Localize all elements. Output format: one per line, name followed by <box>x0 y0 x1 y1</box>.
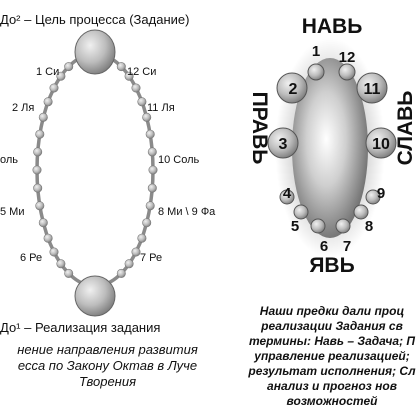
left-caption-line-2: есса по Закону Октав в Луче <box>17 358 198 373</box>
right-number-labels: 1 12 2 11 3 10 4 9 5 8 6 7 <box>279 43 390 255</box>
ring-bead <box>131 83 141 93</box>
ring-bead <box>131 247 141 257</box>
left-caption-line-3: Творения <box>78 374 137 389</box>
ring-bead <box>124 259 134 269</box>
left-caption: нение направления развития есса по Закон… <box>0 342 215 390</box>
ring-bead <box>142 218 152 228</box>
ring-bead <box>32 165 42 175</box>
ring-bead <box>49 247 59 257</box>
ring-bead <box>43 233 53 243</box>
title-nav: НАВЬ <box>302 15 363 38</box>
ring-bead <box>137 233 147 243</box>
left-labels: 1 Си 12 Си 2 Ля 11 Ля оль 10 Соль 5 Ми 8… <box>0 66 216 264</box>
num-4: 4 <box>283 185 292 202</box>
left-beads <box>32 62 158 278</box>
right-beads <box>267 63 397 234</box>
ring-bead <box>137 97 147 107</box>
node-label-6-re: 6 Ре <box>20 252 42 264</box>
left-caption-line-1: нение направления развития <box>17 342 198 357</box>
top-do-bead <box>74 29 116 75</box>
num-10: 10 <box>372 136 390 153</box>
central-oval <box>292 58 368 238</box>
num-8: 8 <box>365 218 373 235</box>
num-2: 2 <box>289 81 298 98</box>
ring-bead <box>49 83 59 93</box>
left-top-label: До² – Цель процесса (Задание) <box>0 12 190 27</box>
node-label-12-si: 12 Си <box>127 66 156 78</box>
ring-bead <box>145 129 155 139</box>
right-caption-line-6: анализ и прогноз нов <box>267 379 397 393</box>
num-7: 7 <box>343 238 351 255</box>
ring-bead <box>56 71 66 81</box>
ring-bead <box>64 62 74 72</box>
right-octave-figure <box>267 38 397 258</box>
right-caption: Наши предки дали проц реализации Задания… <box>244 304 420 409</box>
right-caption-line-4: управление реализацией; <box>254 349 410 363</box>
ring-bead <box>35 129 45 139</box>
ring-bead <box>64 268 74 278</box>
sphere-bead <box>365 127 397 159</box>
ring-bead <box>147 183 157 193</box>
num-11: 11 <box>364 81 381 98</box>
title-prav: ПРАВЬ <box>248 92 271 165</box>
bottom-do-bead <box>74 275 116 317</box>
left-octave-ring <box>32 29 158 317</box>
node-label-10-sol: 10 Соль <box>158 154 200 166</box>
sphere-bead <box>307 63 325 81</box>
num-6: 6 <box>320 238 328 255</box>
ring-bead <box>142 112 152 122</box>
ring-bead <box>116 62 126 72</box>
sphere-bead <box>353 204 369 220</box>
ring-bead <box>124 71 134 81</box>
right-caption-line-1: Наши предки дали проц <box>259 304 405 318</box>
ring-bead <box>56 259 66 269</box>
node-label-8-mi-9-fa: 8 Ми \ 9 Фа <box>158 206 216 218</box>
right-caption-line-3: термины: Навь – Задача; П <box>248 334 416 348</box>
sphere-bead <box>279 189 295 205</box>
node-label-1-si: 1 Си <box>36 66 59 78</box>
right-caption-line-2: реализации Задания св <box>261 319 403 333</box>
sphere-bead <box>310 218 326 234</box>
sphere-bead <box>338 63 356 81</box>
num-9: 9 <box>377 185 385 202</box>
num-5: 5 <box>291 218 299 235</box>
num-3: 3 <box>279 136 288 153</box>
ring-bead <box>147 147 157 157</box>
sphere-bead <box>276 72 308 104</box>
node-label-11-la: 11 Ля <box>147 102 175 114</box>
title-yav: ЯВЬ <box>309 254 354 277</box>
sphere-bead <box>267 127 299 159</box>
node-label-7-re: 7 Ре <box>140 252 162 264</box>
ring-bead <box>38 112 48 122</box>
sphere-bead <box>356 72 388 104</box>
title-slav: СЛАВЬ <box>394 91 417 166</box>
ring-bead <box>33 147 43 157</box>
num-1: 1 <box>312 43 320 60</box>
num-12: 12 <box>339 49 356 66</box>
sphere-bead <box>365 189 381 205</box>
sphere-bead <box>293 204 309 220</box>
right-caption-line-5: результат исполнения; Сл <box>248 364 416 378</box>
left-bottom-label: До¹ – Реализация задания <box>0 320 161 335</box>
ring-bead <box>148 165 158 175</box>
right-caption-line-7: возможностей <box>286 394 378 408</box>
node-label-sol: оль <box>0 154 18 166</box>
ring-bead <box>43 97 53 107</box>
ring-bead <box>145 201 155 211</box>
ring-bead <box>33 183 43 193</box>
node-label-5-mi: 5 Ми <box>0 206 24 218</box>
ring-bead <box>38 218 48 228</box>
ring-bead <box>116 268 126 278</box>
node-label-2-la: 2 Ля <box>12 102 34 114</box>
sphere-bead <box>335 218 351 234</box>
ring-bead <box>35 201 45 211</box>
